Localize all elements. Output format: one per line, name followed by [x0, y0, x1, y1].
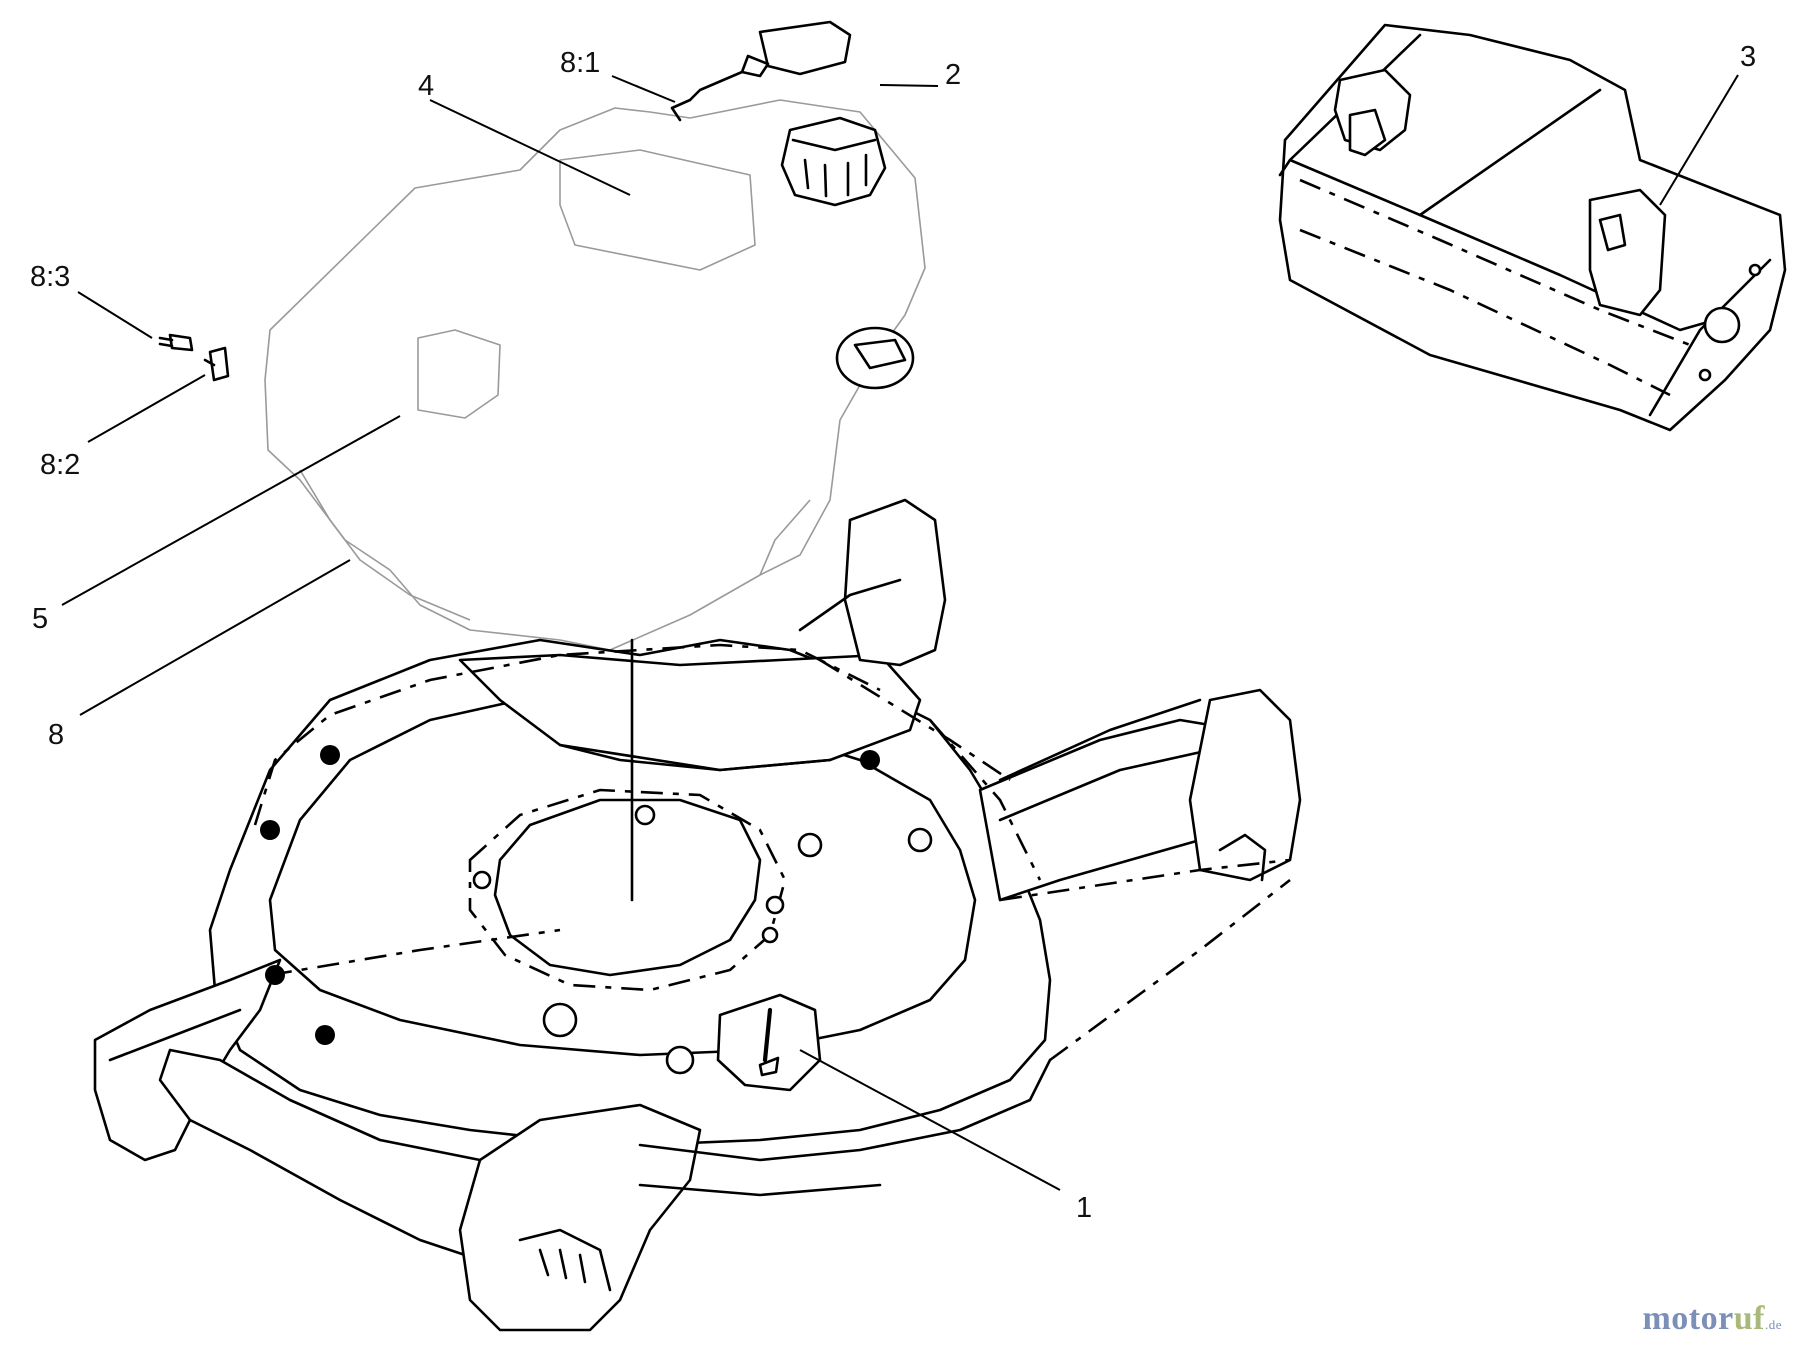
- callout-5: 5: [32, 603, 48, 635]
- leader-lines: [61, 74, 1739, 1191]
- callout-8-3: 8:3: [30, 261, 70, 293]
- callout-8-2: 8:2: [40, 449, 80, 481]
- fuel-cap: [780, 116, 887, 207]
- callout-labels: 2 4 8:1 8:3 8:2 5 8 3 1: [30, 41, 1756, 1224]
- watermark-logo: motoruf.de: [1642, 1300, 1782, 1337]
- engine-outline: [264, 99, 926, 651]
- callout-3: 3: [1740, 41, 1756, 73]
- mower-deck: [93, 498, 1302, 1332]
- callout-4: 4: [418, 70, 434, 102]
- callout-8: 8: [48, 719, 64, 751]
- small-fasteners: [158, 333, 230, 382]
- grass-bag-part: [1278, 23, 1787, 432]
- primer-plug: [670, 20, 852, 122]
- callout-2: 2: [945, 59, 961, 91]
- callout-8-1: 8:1: [560, 47, 600, 79]
- oil-fill-cap: [835, 326, 915, 390]
- callout-1: 1: [1076, 1192, 1092, 1224]
